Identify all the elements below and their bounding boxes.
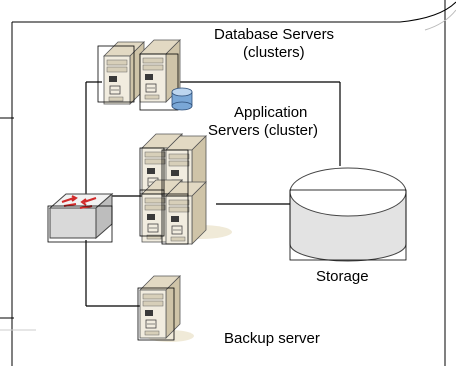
application-servers-title: Application [234, 104, 308, 121]
storage-label: Storage [316, 268, 369, 285]
storage-cylinder-icon [289, 167, 407, 262]
database-disk-icon [171, 87, 193, 111]
database-servers-subtitle: (clusters) [243, 44, 305, 61]
backup-server-label: Backup server [224, 330, 320, 347]
connection-lines [85, 81, 341, 307]
database-servers [97, 39, 193, 111]
backup-server [137, 275, 194, 342]
server-icon [103, 41, 145, 105]
network-switch-icon [47, 192, 114, 243]
application-servers-subtitle: Servers (cluster) [208, 122, 319, 139]
server-icon [165, 181, 207, 245]
application-servers [139, 133, 232, 245]
database-servers-title: Database Servers [214, 26, 335, 43]
